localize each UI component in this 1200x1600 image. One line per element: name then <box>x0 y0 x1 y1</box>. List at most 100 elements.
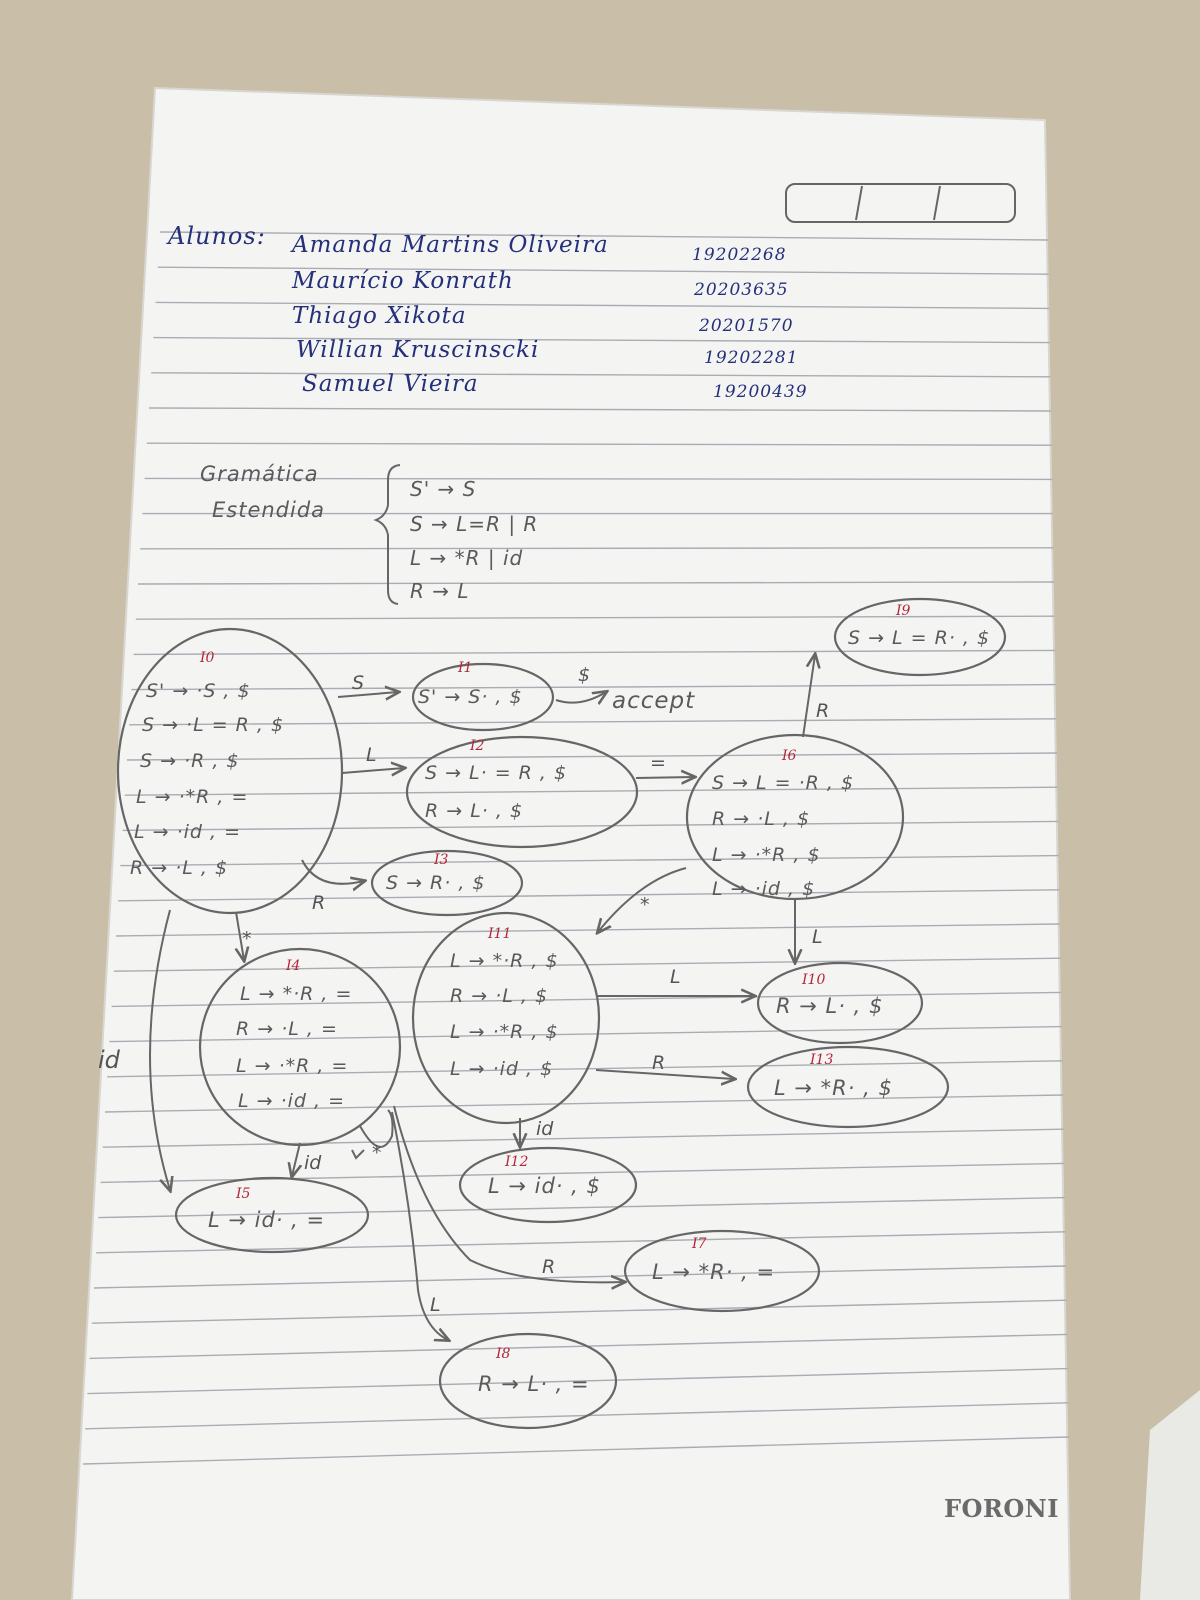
state-I9-label: I9 <box>896 603 911 619</box>
edge-label-I4-I8: L <box>430 1294 441 1316</box>
state-I11-shape <box>411 911 601 1125</box>
student-id-2: 20203635 <box>694 280 789 300</box>
edge-label-I4-I7: R <box>542 1256 556 1278</box>
state-I10-label: I10 <box>802 972 826 988</box>
state-I13-label: I13 <box>810 1052 834 1068</box>
student-name-4: Willian Kruscinscki <box>296 337 540 363</box>
ruled-line <box>157 266 1049 275</box>
state-I8-shape <box>438 1332 618 1430</box>
ruled-line <box>159 231 1049 241</box>
edge-I4-I7 <box>393 1105 624 1282</box>
edge-I4-self-loop <box>359 1109 394 1148</box>
notebook-paper <box>70 86 1072 1600</box>
state-I3-item-1: S → R· , $ <box>386 872 486 894</box>
edge-label-I1-accept: $ <box>578 664 591 686</box>
edge-I4-I5 <box>292 1142 300 1176</box>
state-I2-shape <box>405 735 639 849</box>
grammar-rule-1: S' → S <box>410 477 477 501</box>
grammar-label-line1: Gramática <box>200 462 319 486</box>
ruled-line <box>115 923 1061 937</box>
state-I0-item-5: L → ·id , = <box>134 821 242 843</box>
edge-I0-I4 <box>236 911 244 960</box>
edge-label-I4-I4: * <box>372 1142 382 1164</box>
ruled-line <box>102 1128 1064 1148</box>
state-I4-label: I4 <box>286 958 301 974</box>
state-I12-label: I12 <box>505 1154 529 1170</box>
ruled-line <box>111 991 1062 1008</box>
ruled-line <box>82 1436 1070 1465</box>
ruled-line <box>133 649 1056 656</box>
student-id-3: 20201570 <box>699 316 794 336</box>
edge-I0-I3 <box>301 859 364 884</box>
state-I6-item-2: R → ·L , $ <box>712 808 811 830</box>
edge-I6-I11 <box>598 867 687 932</box>
ruled-lines <box>82 231 1070 1465</box>
state-I12-item-1: L → id· , $ <box>488 1174 601 1198</box>
state-I7-item-1: L → *R· , = <box>652 1260 776 1284</box>
ruled-line <box>135 615 1055 620</box>
edge-label-I0-I3: R <box>312 892 326 914</box>
state-I13-shape <box>746 1045 950 1129</box>
students-label: Alunos: <box>168 222 266 250</box>
state-I4-item-4: L → ·id , = <box>238 1090 346 1112</box>
edge-label-I11-I13: R <box>652 1052 666 1074</box>
student-name-5: Samuel Vieira <box>302 371 479 397</box>
ruled-line <box>144 477 1053 481</box>
edge-label-I11-I10: L <box>670 966 681 988</box>
state-I4-item-1: L → *·R , = <box>240 983 353 1005</box>
state-I7-label: I7 <box>692 1236 707 1252</box>
student-name-1: Amanda Martins Oliveira <box>292 232 609 258</box>
state-I5-label: I5 <box>236 1186 251 1202</box>
state-I0-item-4: L → ·*R , = <box>136 786 249 808</box>
state-I6-item-1: S → L = ·R , $ <box>712 772 855 794</box>
state-I5-item-1: L → id· , = <box>208 1208 326 1232</box>
state-I5-shape <box>174 1176 370 1254</box>
edge-I0-I2 <box>341 768 404 773</box>
edge-label-I6-I11: * <box>640 894 650 916</box>
grammar-brace <box>373 464 401 605</box>
edge-label-I0-I2: L <box>366 744 377 766</box>
state-I2-label: I2 <box>470 738 485 754</box>
state-I1-item-1: S' → S· , $ <box>418 686 523 708</box>
edge-I2-I6 <box>635 777 694 778</box>
edge-I0-I1 <box>337 692 398 697</box>
ruled-line <box>155 301 1050 310</box>
state-I6-label: I6 <box>782 748 797 764</box>
edge-I6-I9 <box>802 655 815 738</box>
ruled-line <box>124 786 1058 796</box>
ruled-line <box>126 752 1058 761</box>
edge-label-I2-I6: = <box>650 752 666 774</box>
ruled-line <box>93 1265 1067 1289</box>
ruled-line <box>146 442 1052 446</box>
grammar-label-line2: Estendida <box>212 498 326 522</box>
ruled-line <box>151 372 1051 378</box>
state-I10-shape <box>756 961 924 1045</box>
state-I8-item-1: R → L· , = <box>478 1372 590 1396</box>
state-I0-item-6: R → ·L , $ <box>130 857 229 879</box>
student-id-1: 19202268 <box>692 245 787 265</box>
ruled-line <box>129 718 1057 726</box>
student-id-4: 19202281 <box>704 348 799 368</box>
ruled-line <box>118 889 1060 902</box>
edge-label-I0-I1: S <box>352 672 365 694</box>
ruled-line <box>96 1231 1066 1254</box>
state-I13-item-1: L → *R· , $ <box>774 1076 893 1100</box>
edge-I4-I8 <box>391 1111 448 1340</box>
ruled-line <box>131 683 1056 691</box>
edge-I0-I5 <box>149 909 170 1190</box>
ruled-line <box>137 581 1055 585</box>
edge-I1-accept <box>555 692 606 703</box>
state-I4-item-2: R → ·L , = <box>236 1018 338 1040</box>
state-I0-label: I0 <box>200 650 215 666</box>
ruled-line <box>87 1367 1068 1395</box>
state-I6-item-4: L → ·id , $ <box>712 878 816 900</box>
state-I12-shape <box>458 1146 638 1224</box>
state-I11-item-4: L → ·id , $ <box>450 1058 554 1080</box>
state-I3-shape <box>370 849 524 917</box>
edge-I11-I13 <box>595 1069 734 1079</box>
state-I7-shape <box>623 1229 821 1313</box>
ruled-line <box>120 854 1059 867</box>
ruled-line <box>104 1094 1064 1113</box>
